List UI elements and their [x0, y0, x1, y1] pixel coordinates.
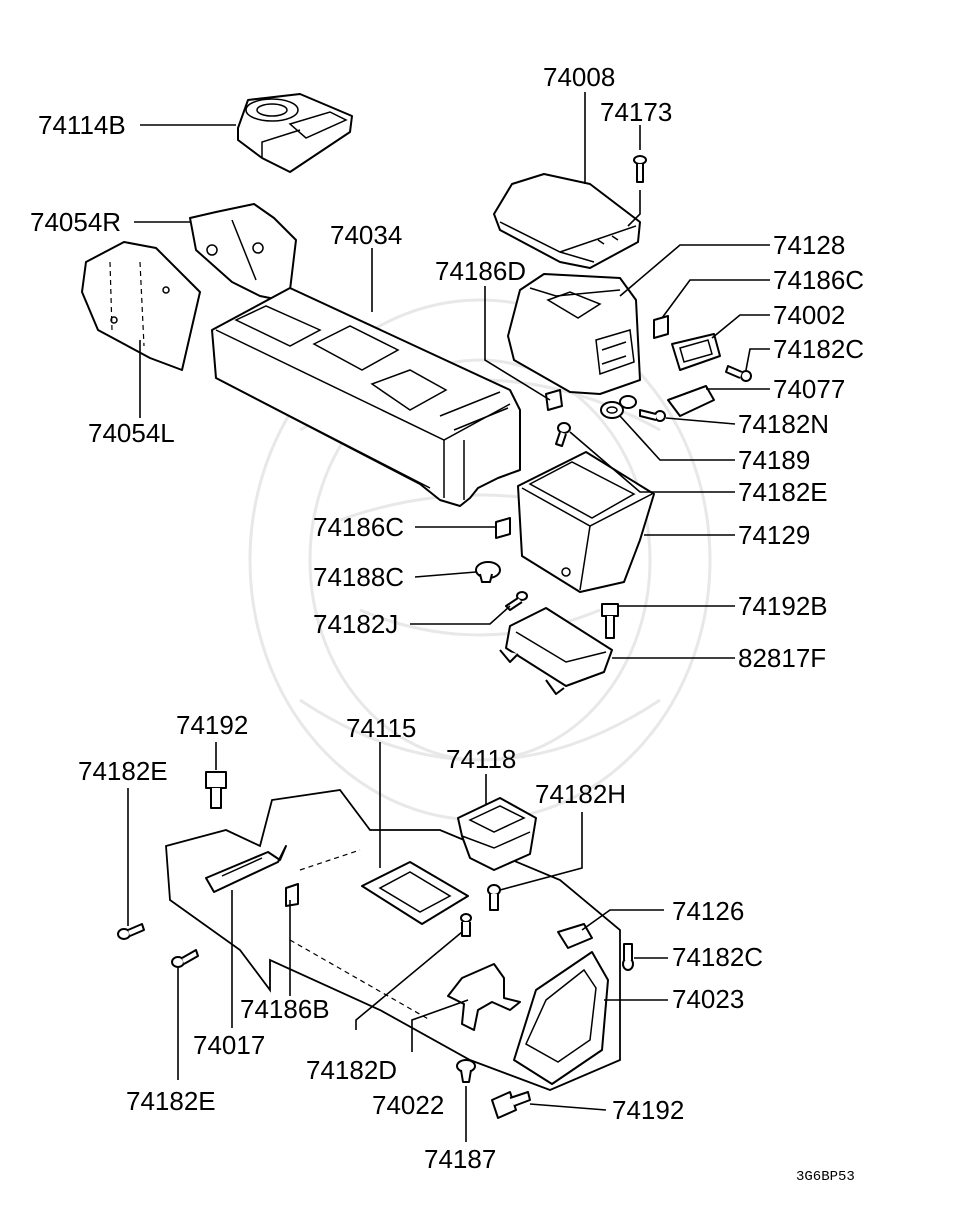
label-74128: 74128 — [773, 230, 845, 260]
part-74128-rear-box[interactable] — [507, 273, 641, 395]
part-74077-panel[interactable] — [667, 385, 715, 417]
label-74115: 74115 — [346, 713, 416, 743]
part-74022-bracket[interactable] — [447, 963, 521, 1031]
label-74182E-bot: 74182E — [126, 1086, 216, 1116]
label-74192-bot: 74192 — [612, 1095, 684, 1125]
part-74192B-bolt[interactable] — [601, 603, 619, 639]
label-74182C-top: 74182C — [773, 334, 864, 364]
label-74054L: 74054L — [88, 418, 175, 448]
part-74192-bolt-top[interactable] — [205, 771, 227, 809]
part-74054L-side-cover[interactable] — [81, 241, 201, 371]
label-74034: 74034 — [330, 220, 402, 250]
part-74182H-screw[interactable] — [487, 884, 501, 911]
label-82817F: 82817F — [738, 643, 826, 673]
part-74115-shift-plate[interactable] — [361, 861, 469, 925]
part-74129-front-box[interactable] — [517, 451, 655, 593]
part-74034-console-body[interactable] — [211, 287, 521, 507]
label-74118: 74118 — [446, 744, 516, 774]
part-labels: 74008 74173 74114B 74054R 74034 74128 74… — [30, 62, 864, 1185]
part-74186B-clip[interactable] — [285, 883, 299, 907]
part-74002-bezel[interactable] — [671, 333, 721, 371]
part-74118-cup-box[interactable] — [457, 797, 537, 871]
label-74186C-mid: 74186C — [313, 512, 404, 542]
label-74187: 74187 — [424, 1144, 496, 1174]
label-74192B: 74192B — [738, 591, 828, 621]
label-74008: 74008 — [543, 62, 615, 92]
part-74173-screw[interactable] — [633, 155, 647, 183]
label-74186B: 74186B — [240, 994, 330, 1024]
label-74188C: 74188C — [313, 562, 404, 592]
part-74189-ring[interactable] — [600, 395, 637, 419]
part-74182D-screw[interactable] — [460, 913, 472, 937]
label-74077: 74077 — [773, 374, 845, 404]
part-74182C-screw-top[interactable] — [725, 365, 752, 382]
part-74017-bracket[interactable] — [205, 845, 287, 893]
label-74114B: 74114B — [38, 110, 126, 140]
part-74186C-clip-top[interactable] — [653, 315, 669, 339]
part-74182E-screw-bot[interactable] — [171, 949, 199, 968]
part-74182E-screw-left[interactable] — [117, 923, 145, 940]
label-74186C-top: 74186C — [773, 265, 864, 295]
part-74054R-side-cover[interactable] — [189, 203, 297, 301]
label-74017: 74017 — [193, 1030, 265, 1060]
part-74182C-screw-bot[interactable] — [622, 943, 634, 971]
part-74186D-clip[interactable] — [545, 389, 563, 411]
part-74126-clip[interactable] — [557, 923, 593, 949]
label-74182C-bot: 74182C — [672, 942, 763, 972]
part-74008-armrest-lid[interactable] — [493, 173, 641, 269]
label-74192-top: 74192 — [176, 710, 248, 740]
label-74129: 74129 — [738, 520, 810, 550]
label-74002: 74002 — [773, 300, 845, 330]
label-74182J: 74182J — [313, 609, 398, 639]
label-74023: 74023 — [672, 984, 744, 1014]
label-74182E-mid: 74182E — [738, 477, 828, 507]
label-74189: 74189 — [738, 445, 810, 475]
part-74188C-clip[interactable] — [475, 561, 501, 583]
label-74186D: 74186D — [435, 256, 526, 286]
label-74182H: 74182H — [535, 779, 626, 809]
part-74114B-cup-holder[interactable] — [237, 93, 353, 173]
part-74182N-screw[interactable] — [639, 409, 666, 422]
part-74182E-screw-mid[interactable] — [555, 422, 571, 447]
part-74187-clip[interactable] — [456, 1059, 476, 1083]
label-74126: 74126 — [672, 896, 744, 926]
part-74186C-clip-mid[interactable] — [495, 517, 511, 539]
label-74022: 74022 — [372, 1090, 444, 1120]
label-74173: 74173 — [600, 97, 672, 127]
part-74023-bracket[interactable] — [513, 951, 609, 1085]
label-74182E-left: 74182E — [78, 756, 168, 786]
leader-lines — [127, 92, 770, 1142]
label-74054R: 74054R — [30, 207, 121, 237]
diagram-code: 3G6BP53 — [796, 1169, 855, 1185]
part-74192-bolt-bot[interactable] — [491, 1091, 531, 1119]
label-74182N: 74182N — [738, 409, 829, 439]
label-74182D: 74182D — [306, 1055, 397, 1085]
part-82817F-bracket[interactable] — [499, 607, 613, 695]
